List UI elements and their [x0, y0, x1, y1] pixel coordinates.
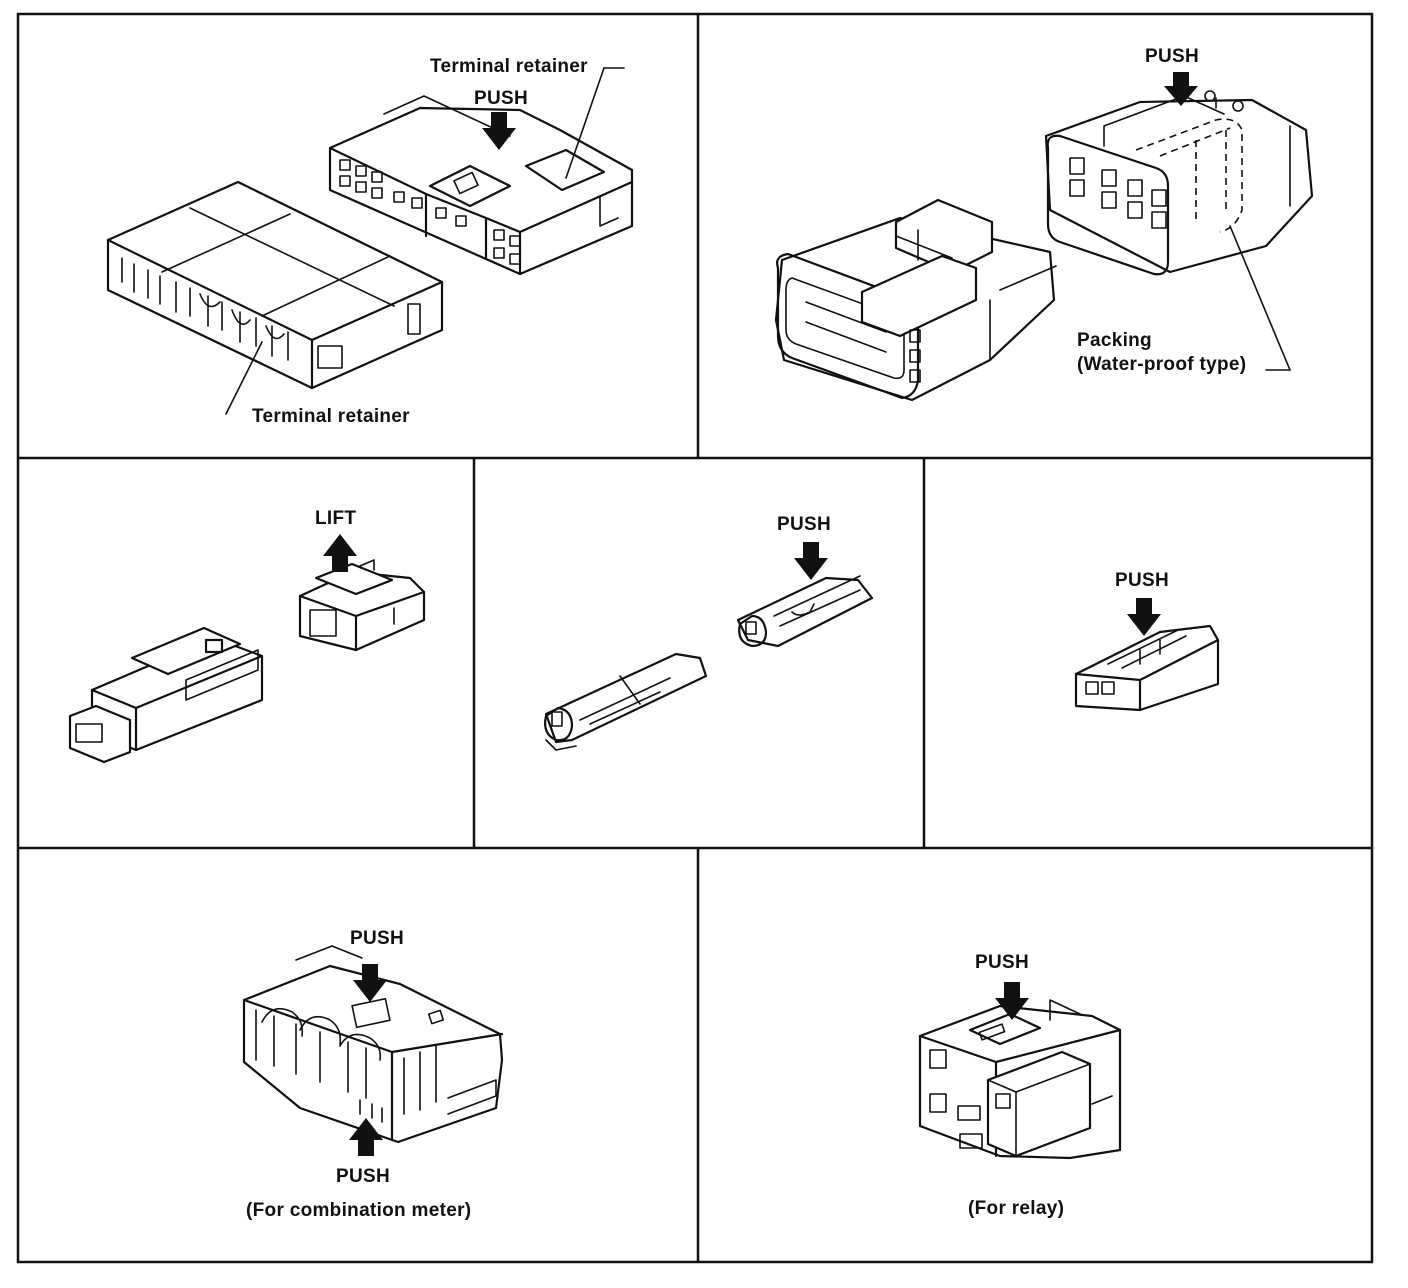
p1-terminal-retainer-bottom-label: Terminal retainer [252, 406, 410, 427]
push-arrow-icon [482, 112, 516, 150]
female-small-connector [298, 559, 426, 652]
p1-terminal-retainer-top-label: Terminal retainer [430, 56, 588, 77]
p6-push-top-label: PUSH [350, 928, 404, 949]
push-arrow-icon [1127, 598, 1161, 636]
combination-meter-connector [242, 945, 504, 1144]
male-small-connector [68, 626, 264, 764]
p2-push-label: PUSH [1145, 46, 1199, 67]
panel-2-waterproof-connector [774, 72, 1314, 402]
p1-push-label: PUSH [474, 88, 528, 109]
p7-push-label: PUSH [975, 952, 1029, 973]
p7-caption: (For relay) [968, 1198, 1065, 1219]
push-arrow-icon [995, 982, 1029, 1020]
p4-push-label: PUSH [777, 514, 831, 535]
p3-lift-label: LIFT [315, 508, 357, 529]
waterproof-male-connector [774, 198, 1057, 402]
female-housing-with-retainer [106, 180, 444, 415]
push-arrow-icon [353, 964, 387, 1002]
lift-arrow-icon [323, 534, 357, 572]
relay-connector [918, 999, 1122, 1160]
single-pole-female-terminal [544, 652, 708, 751]
panel-4-single-pole-connector [544, 542, 874, 751]
panel-6-combination-meter-connector [242, 945, 504, 1156]
male-block-connector [328, 67, 634, 276]
panel-grid [16, 12, 1374, 1264]
panel-7-relay-connector [918, 982, 1122, 1160]
panel-5-two-pole-connector [1074, 598, 1220, 712]
push-arrow-icon [1164, 72, 1198, 106]
p2-waterproof-label: (Water-proof type) [1077, 354, 1247, 375]
push-arrow-icon [794, 542, 828, 580]
two-pole-female-connector [1074, 624, 1220, 712]
single-pole-male-terminal [736, 575, 874, 648]
push-arrow-icon [349, 1118, 383, 1156]
p2-packing-label: Packing [1077, 330, 1152, 351]
waterproof-female-connector [1044, 90, 1314, 371]
p6-caption: (For combination meter) [246, 1200, 472, 1221]
p5-push-label: PUSH [1115, 570, 1169, 591]
panel-3-small-connector-lift [68, 534, 426, 764]
p6-push-bottom-label: PUSH [336, 1166, 390, 1187]
panel-1-multi-pole-connector [106, 67, 634, 415]
